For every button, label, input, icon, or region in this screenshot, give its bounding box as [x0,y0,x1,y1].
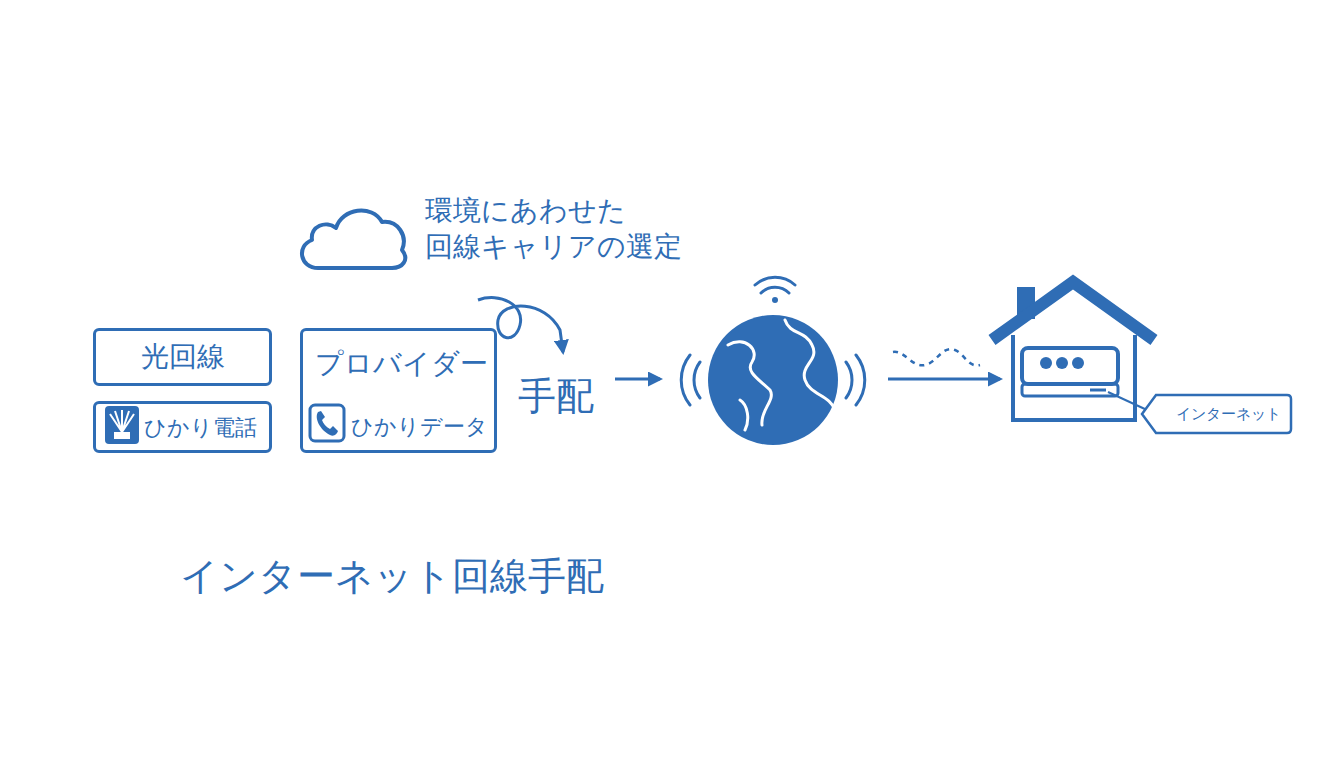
service-box: ひかり電話 [93,401,272,453]
node-text: ひかりデータ [351,414,488,440]
note-label: 環境にあわせた 回線キャリアの選定 [425,193,745,266]
cloud-icon [302,211,405,268]
diagram-title: インターネット回線手配 [180,552,604,601]
tag-box: インターネット [1140,393,1293,435]
node-text: 光回線 [141,340,225,374]
provider-box: プロバイダーひかりデータ [300,328,497,453]
node-text: ひかり電話 [144,415,257,441]
arrow [615,378,660,381]
phone-icon [310,405,344,441]
curly-arrow [478,298,563,352]
house-icon [992,282,1154,420]
action-label: 手配 [518,372,594,421]
node-text: プロバイダー [315,347,488,381]
line-box: 光回線 [93,328,272,386]
globe-icon [681,277,865,445]
signal-wave [893,349,980,365]
fiber-icon [105,406,139,444]
node-text: インターネット [1176,405,1281,423]
leader-line [1108,392,1147,410]
arrow [888,378,1000,381]
